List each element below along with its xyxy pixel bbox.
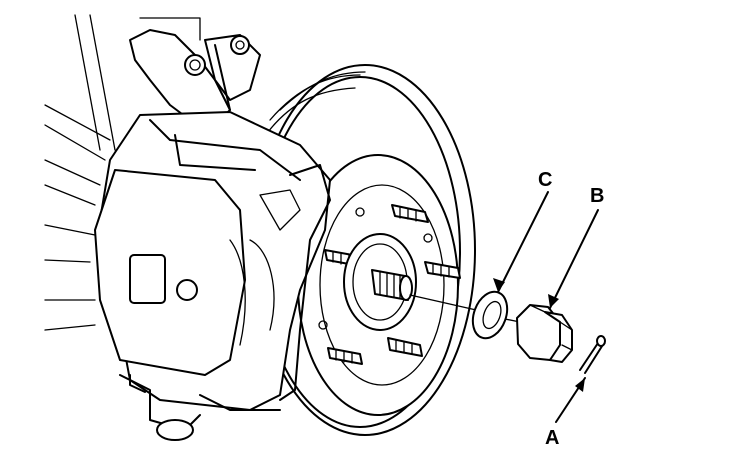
wheel-stud [424, 261, 461, 279]
brake-caliper [94, 111, 331, 441]
wheel-stud [327, 347, 363, 365]
callout-b: B [548, 185, 604, 309]
callout-label-c: C [538, 169, 552, 191]
washer [471, 290, 509, 340]
callout-label-b: B [590, 185, 604, 207]
callout-label-a: A [545, 427, 559, 449]
callout-a: A [545, 377, 586, 449]
cotter-pin [579, 335, 606, 374]
hub-spindle [343, 233, 417, 331]
wheel-stud [387, 337, 423, 357]
suspension-lines [44, 14, 201, 331]
callout-c: C [493, 169, 552, 293]
steering-knuckle [129, 29, 261, 126]
castle-nut [516, 304, 573, 363]
wheel-stud [391, 204, 429, 223]
